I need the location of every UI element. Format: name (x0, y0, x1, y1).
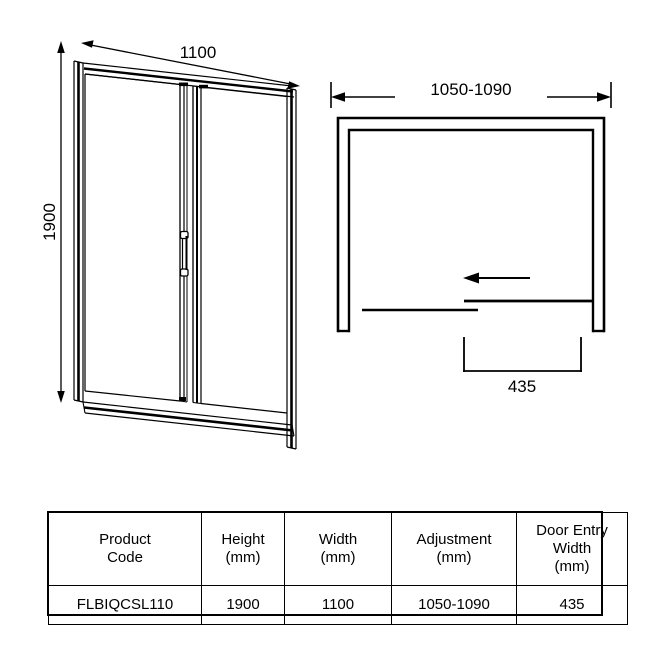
width-dimension-1100: 1100 (81, 40, 300, 89)
adjustment-dimension-label: 1050-1090 (430, 80, 511, 99)
fixed-glass-panel (84, 73, 181, 402)
right-wall-profile (286, 87, 297, 450)
header-line: (mm) (225, 549, 261, 566)
header-line: Door Entry (536, 522, 608, 540)
door-handle (179, 230, 189, 277)
top-rail (82, 62, 295, 98)
header-line: Width (318, 531, 358, 549)
width-dimension-label: 1100 (180, 43, 217, 62)
adjustment-dimension-1050-1090: 1050-1090 (330, 80, 612, 108)
header-line: Code (107, 549, 143, 566)
header-product-code: Product Code (48, 512, 202, 586)
cell-adjustment: 1050-1090 (391, 585, 517, 625)
header-line: (mm) (320, 549, 356, 566)
slide-direction-arrow (463, 272, 530, 284)
header-line: Height (221, 531, 265, 549)
sliding-panel-stile (192, 85, 202, 404)
header-line: (mm) (436, 549, 472, 566)
table-body: FLBIQCSL110 1900 1100 1050-1090 435 (48, 585, 628, 625)
header-line: Width (552, 540, 592, 558)
bottom-rail (82, 401, 295, 437)
elevation-view-group: 1900 1100 (40, 40, 300, 450)
cell-door-entry-width: 435 (516, 585, 628, 625)
cell-height: 1900 (201, 585, 285, 625)
left-wall-profile (73, 60, 84, 403)
roller-fittings (179, 82, 208, 89)
entry-dimension-label: 435 (508, 377, 536, 396)
table-row: FLBIQCSL110 1900 1100 1050-1090 435 (48, 585, 628, 625)
header-adjustment: Adjustment (mm) (391, 512, 517, 586)
header-door-entry-width: Door Entry Width (mm) (516, 512, 628, 586)
cell-product-code: FLBIQCSL110 (48, 585, 202, 625)
header-line: Adjustment (416, 531, 492, 549)
sliding-glass-panel (200, 86, 288, 414)
height-dimension-1900: 1900 (40, 41, 65, 403)
plan-view-group: 1050-1090 (330, 80, 612, 396)
bottom-guide-fitting (179, 397, 186, 401)
header-line: (mm) (554, 557, 590, 575)
table-header: Product Code Height (mm) Width (mm) Adju… (48, 512, 628, 586)
table-header-row: Product Code Height (mm) Width (mm) Adju… (48, 512, 628, 586)
specification-table: Product Code Height (mm) Width (mm) Adju… (48, 512, 628, 625)
alcove-recess (336, 116, 606, 333)
entry-dimension-435: 435 (463, 337, 582, 396)
height-dimension-label: 1900 (40, 203, 59, 241)
cell-width: 1100 (284, 585, 392, 625)
header-line: Product (99, 531, 151, 549)
header-height: Height (mm) (201, 512, 285, 586)
header-width: Width (mm) (284, 512, 392, 586)
